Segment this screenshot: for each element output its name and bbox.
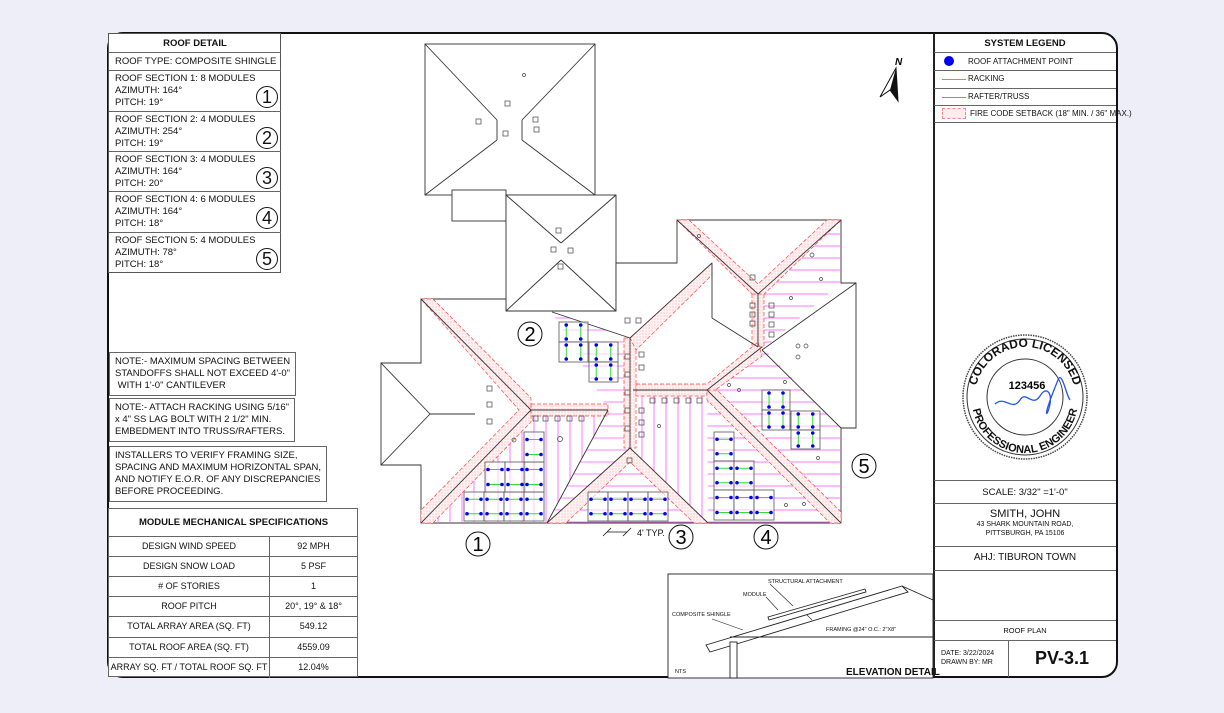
section-modules: ROOF SECTION 3: 4 MODULES <box>115 154 256 165</box>
system-legend: SYSTEM LEGEND ROOF ATTACHMENT POINT RACK… <box>934 33 1132 123</box>
section-number: 4 <box>256 207 278 229</box>
section-number: 2 <box>256 127 278 149</box>
note-line: NOTE:- MAXIMUM SPACING BETWEEN <box>115 356 291 367</box>
section-modules: ROOF SECTION 4: 6 MODULES <box>115 194 256 205</box>
spec-row: TOTAL ARRAY AREA (SQ. FT) 549.12 <box>109 616 358 637</box>
spec-label: ARRAY SQ. FT / TOTAL ROOF SQ. FT <box>110 662 268 672</box>
spec-value: 12.04% <box>298 662 329 672</box>
address-line-1: 43 SHARK MOUNTAIN ROAD, <box>976 521 1074 528</box>
section-modules: ROOF SECTION 1: 8 MODULES <box>115 73 256 84</box>
note-line: WITH 1'-0" CANTILEVER <box>115 380 226 391</box>
spec-label: DESIGN WIND SPEED <box>141 541 236 551</box>
section-azimuth: AZIMUTH: 164° <box>115 206 183 217</box>
spec-row: TOTAL ROOF AREA (SQ. FT) 4559.09 <box>109 637 358 657</box>
sheet-name: ROOF PLAN <box>1003 626 1047 635</box>
attachment-point-icon <box>944 56 954 66</box>
scale-label: SCALE: 3/32" =1'-0" <box>982 487 1068 498</box>
legend-label: FIRE CODE SETBACK (18" MIN. / 36" MAX.) <box>970 109 1132 118</box>
section-number: 1 <box>256 86 278 108</box>
spec-value: 549.12 <box>299 621 328 631</box>
note-line: NOTE:- ATTACH RACKING USING 5/16" <box>115 402 290 413</box>
spec-value: 20°, 19° & 18° <box>285 601 342 611</box>
spec-row: # OF STORIES 1 <box>109 576 358 596</box>
section-number: 3 <box>256 167 278 189</box>
spec-row: ROOF PITCH 20°, 19° & 18° <box>109 596 358 616</box>
spec-value: 1 <box>310 581 316 591</box>
spec-label: TOTAL ROOF AREA (SQ. FT) <box>129 642 249 652</box>
section-number: 5 <box>256 248 278 270</box>
roof-detail-table: ROOF DETAIL ROOF TYPE: COMPOSITE SHINGLE… <box>108 33 281 273</box>
legend-label: ROOF ATTACHMENT POINT <box>968 57 1073 66</box>
section-modules: ROOF SECTION 2: 4 MODULES <box>115 114 256 125</box>
spec-value: 92 MPH <box>297 541 330 551</box>
date-label: DATE: 3/22/2024 <box>941 650 995 657</box>
spec-label: # OF STORIES <box>158 581 220 591</box>
note-line: SPACING AND MAXIMUM HORIZONTAL SPAN, <box>115 462 322 473</box>
address-line-2: PITTSBURGH, PA 15106 <box>985 530 1065 537</box>
note-installers-verify: INSTALLERS TO VERIFY FRAMING SIZE, SPACI… <box>109 446 328 502</box>
note-line: INSTALLERS TO VERIFY FRAMING SIZE, <box>115 450 298 461</box>
setback-box-icon <box>942 108 966 119</box>
note-line: EMBEDMENT INTO TRUSS/RAFTERS. <box>115 426 285 437</box>
racking-line-icon <box>942 79 966 80</box>
note-line: STANDOFFS SHALL NOT EXCEED 4'-0" <box>115 368 290 379</box>
spec-label: TOTAL ARRAY AREA (SQ. FT) <box>127 621 251 631</box>
note-line: BEFORE PROCEEDING. <box>115 486 224 497</box>
spec-value: 4559.09 <box>297 642 330 652</box>
note-line: x 4" SS LAG BOLT WITH 2 1/2" MIN. <box>115 414 272 425</box>
section-azimuth: AZIMUTH: 164° <box>115 166 183 177</box>
specs-title: MODULE MECHANICAL SPECIFICATIONS <box>138 517 329 528</box>
section-azimuth: AZIMUTH: 164° <box>115 85 183 96</box>
spec-label: DESIGN SNOW LOAD <box>142 561 235 571</box>
legend-label: RAFTER/TRUSS <box>968 92 1030 101</box>
spec-label: ROOF PITCH <box>161 601 217 611</box>
owner-name: SMITH, JOHN <box>989 508 1061 520</box>
roof-section-2: ROOF SECTION 2: 4 MODULES AZIMUTH: 254° … <box>109 111 281 151</box>
spec-row: ARRAY SQ. FT / TOTAL ROOF SQ. FT 12.04% <box>109 657 358 677</box>
spec-row: DESIGN SNOW LOAD 5 PSF <box>109 556 358 576</box>
section-azimuth: AZIMUTH: 254° <box>115 126 183 137</box>
module-specs-table: MODULE MECHANICAL SPECIFICATIONS DESIGN … <box>108 508 358 678</box>
spec-value: 5 PSF <box>300 561 326 571</box>
legend-label: RACKING <box>968 74 1005 83</box>
roof-detail-title: ROOF DETAIL <box>163 38 227 49</box>
rafter-line-icon <box>942 97 966 98</box>
legend-title: SYSTEM LEGEND <box>984 38 1066 49</box>
section-pitch: PITCH: 19° <box>115 97 164 108</box>
roof-section-3: ROOF SECTION 3: 4 MODULES AZIMUTH: 164° … <box>109 151 281 191</box>
section-modules: ROOF SECTION 5: 4 MODULES <box>115 235 256 246</box>
section-pitch: PITCH: 20° <box>115 178 164 189</box>
roof-type: ROOF TYPE: COMPOSITE SHINGLE <box>115 56 277 67</box>
roof-section-4: ROOF SECTION 4: 6 MODULES AZIMUTH: 164° … <box>109 191 281 232</box>
section-azimuth: AZIMUTH: 78° <box>115 247 177 258</box>
note-lag-bolt: NOTE:- ATTACH RACKING USING 5/16" x 4" S… <box>109 398 296 442</box>
spec-row: DESIGN WIND SPEED 92 MPH <box>109 536 358 556</box>
drawn-by-label: DRAWN BY: MR <box>941 659 993 666</box>
section-pitch: PITCH: 18° <box>115 259 164 270</box>
ahj-label: AHJ: TIBURON TOWN <box>973 552 1077 563</box>
note-line: AND NOTIFY E.O.R. OF ANY DISCREPANCIES <box>115 474 321 485</box>
note-standoff-spacing: NOTE:- MAXIMUM SPACING BETWEEN STANDOFFS… <box>109 352 297 396</box>
roof-section-5: ROOF SECTION 5: 4 MODULES AZIMUTH: 78° P… <box>109 232 281 273</box>
sheet-number: PV-3.1 <box>1034 648 1090 668</box>
section-pitch: PITCH: 19° <box>115 138 164 149</box>
section-pitch: PITCH: 18° <box>115 218 164 229</box>
roof-section-1: ROOF SECTION 1: 8 MODULES AZIMUTH: 164° … <box>109 70 281 111</box>
